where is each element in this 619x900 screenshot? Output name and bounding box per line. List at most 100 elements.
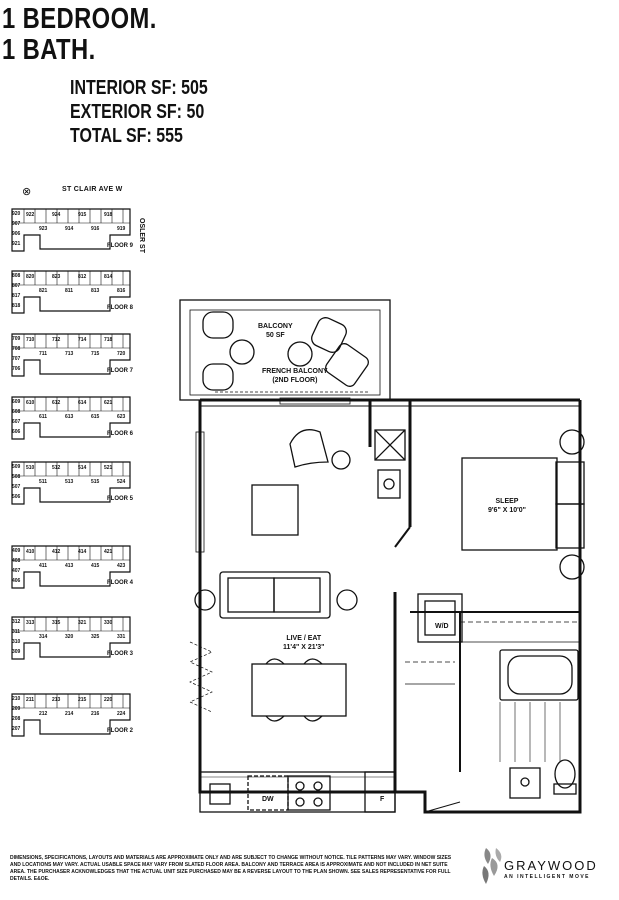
bedroom-count: 1 BEDROOM. — [2, 3, 157, 35]
brand-name: GRAYWOOD — [504, 858, 598, 873]
keyplan-unit-number: 309 — [12, 649, 21, 655]
live-eat-label: LIVE / EAT 11'4" X 21'3" — [283, 635, 325, 651]
keyplan-unit-number: 922 — [26, 212, 35, 218]
fridge-label: F — [380, 796, 385, 803]
keyplan-unit-number: 919 — [117, 226, 126, 232]
coffee-table — [251, 484, 299, 536]
keyplan-unit-number: 918 — [104, 212, 113, 218]
keyplan-unit-number: 321 — [78, 620, 87, 626]
keyplan-unit-number: 718 — [104, 337, 113, 343]
keyplan-unit-number: 817 — [12, 293, 21, 299]
keyplan-unit-number: 515 — [91, 479, 100, 485]
keyplan-floor-label: FLOOR 3 — [107, 651, 134, 657]
keyplan-unit-number: 310 — [12, 639, 21, 645]
total-sf: TOTAL SF: 555 — [70, 125, 183, 147]
keyplan-unit-number: 215 — [78, 697, 87, 703]
keyplan-unit-number: 511 — [39, 479, 48, 485]
keyplan-unit-number: 821 — [39, 288, 48, 294]
keyplan-floor-outline — [11, 270, 131, 314]
keyplan-floor-label: FLOOR 4 — [107, 580, 134, 586]
keyplan-unit-number: 415 — [91, 563, 100, 569]
keyplan-unit-number: 924 — [52, 212, 61, 218]
keyplan-unit-number: 325 — [91, 634, 100, 640]
keyplan-unit-number: 907 — [12, 221, 21, 227]
keyplan-unit-number: 813 — [91, 288, 100, 294]
keyplan-unit-number: 615 — [91, 414, 100, 420]
keyplan-unit-number: 513 — [65, 479, 74, 485]
keyplan-unit-number: 220 — [104, 697, 113, 703]
keyplan-floor-outline — [11, 693, 131, 737]
graywood-logo-icon — [482, 848, 502, 884]
keyplan-floor-label: FLOOR 6 — [107, 431, 134, 437]
keyplan-unit-number: 623 — [117, 414, 126, 420]
keyplan-unit-number: 311 — [12, 629, 21, 635]
keyplan-floor-outline — [11, 461, 131, 505]
keyplan-unit-number: 706 — [12, 366, 21, 372]
keyplan-unit-number: 720 — [117, 351, 126, 357]
exterior-sf: EXTERIOR SF: 50 — [70, 101, 205, 123]
keyplan-unit-number: 213 — [52, 697, 61, 703]
keyplan-floor-label: FLOOR 7 — [107, 368, 134, 374]
keyplan-unit-number: 216 — [91, 711, 100, 717]
keyplan-unit-number: 315 — [52, 620, 61, 626]
keyplan-unit-number: 807 — [12, 283, 21, 289]
keyplan-unit-number: 612 — [52, 400, 61, 406]
keyplan-unit-number: 621 — [104, 400, 113, 406]
keyplan-unit-number: 506 — [12, 494, 21, 500]
keyplan-unit-number: 916 — [91, 226, 100, 232]
keyplan-unit-number: 709 — [12, 336, 21, 342]
keyplan-unit-number: 320 — [65, 634, 74, 640]
suite-outline — [198, 400, 582, 814]
keyplan-unit-number: 211 — [26, 697, 35, 703]
keyplan-unit-number: 708 — [12, 346, 21, 352]
keyplan-unit-number: 923 — [39, 226, 48, 232]
north-compass-icon: ⊗ — [22, 186, 32, 198]
dining-table — [251, 663, 347, 717]
keyplan-unit-number: 715 — [91, 351, 100, 357]
keyplan-unit-number: 707 — [12, 356, 21, 362]
keyplan-unit-number: 209 — [12, 706, 21, 712]
keyplan-unit-number: 414 — [78, 549, 87, 555]
keyplan-unit-number: 613 — [65, 414, 74, 420]
keyplan-unit-number: 421 — [104, 549, 113, 555]
keyplan-unit-number: 507 — [12, 484, 21, 490]
keyplan-unit-number: 607 — [12, 419, 21, 425]
keyplan-unit-number: 214 — [65, 711, 74, 717]
area-summary: INTERIOR SF: 505 EXTERIOR SF: 50 TOTAL S… — [70, 76, 208, 148]
brand-tagline: AN INTELLIGENT MOVE — [504, 874, 590, 880]
keyplan-unit-number: 609 — [12, 399, 21, 405]
keyplan-unit-number: 820 — [26, 274, 35, 280]
keyplan-unit-number: 312 — [12, 619, 21, 625]
balcony-label: BALCONY 50 SF — [258, 323, 293, 339]
keyplan-unit-number: 423 — [117, 563, 126, 569]
keyplan-unit-number: 508 — [12, 474, 21, 480]
keyplan-unit-number: 514 — [78, 465, 87, 471]
keyplan-unit-number: 413 — [65, 563, 74, 569]
keyplan-side-street-label: OSLER ST — [138, 218, 145, 254]
keyplan-unit-number: 510 — [26, 465, 35, 471]
keyplan-unit-number: 512 — [52, 465, 61, 471]
keyplan-unit-number: 808 — [12, 273, 21, 279]
keyplan-floor-outline — [11, 333, 131, 377]
keyplan-unit-number: 915 — [78, 212, 87, 218]
keyplan-unit-number: 509 — [12, 464, 21, 470]
keyplan-unit-number: 210 — [12, 696, 21, 702]
keyplan-floor-outline — [11, 616, 131, 660]
keyplan-unit-number: 212 — [39, 711, 48, 717]
keyplan-unit-number: 714 — [78, 337, 87, 343]
keyplan-unit-number: 713 — [65, 351, 74, 357]
keyplan-unit-number: 224 — [117, 711, 126, 717]
keyplan-floor-outline — [11, 396, 131, 440]
keyplan-unit-number: 610 — [26, 400, 35, 406]
keyplan-unit-number: 914 — [65, 226, 74, 232]
keyplan-unit-number: 409 — [12, 548, 21, 554]
keyplan-floor-label: FLOOR 8 — [107, 305, 134, 311]
keyplan-unit-number: 330 — [104, 620, 113, 626]
keyplan-unit-number: 608 — [12, 409, 21, 415]
